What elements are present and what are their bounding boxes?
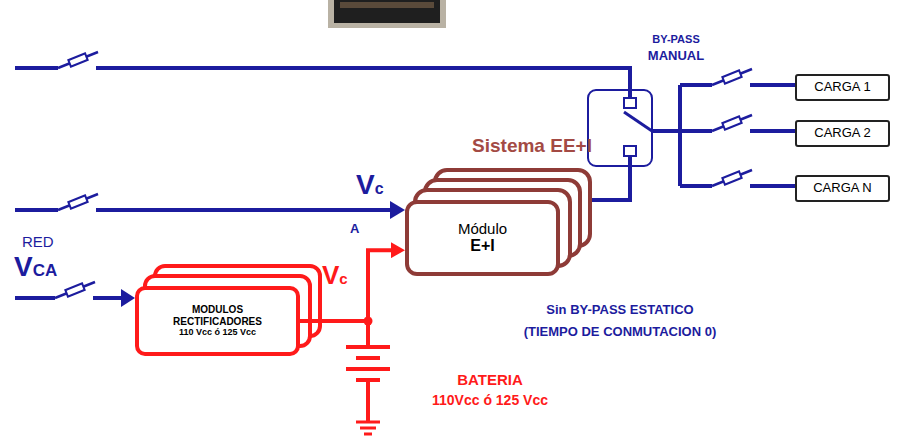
node-text: CARGA 2 [814,126,870,141]
battery-symbol [300,317,390,435]
load-box: CARGA N [795,175,890,202]
bypass-switch [588,90,652,166]
power-connector [300,250,395,321]
node-text: CARGA 1 [814,80,870,95]
node-text: MODULOS RECTIFICADORES [162,304,274,327]
system-title: Sistema EE+I [472,136,592,156]
switch-label: MANUAL [648,49,704,63]
inverter-module-box: MóduloE+I [405,200,560,276]
switch-label: BY-PASS [652,34,699,46]
blue-wires [15,68,795,298]
equipment-photo [328,0,446,28]
note-text: Sin BY-PASS ESTATICO [546,303,693,317]
voltage-label: Vc [356,170,384,199]
load-box: CARGA 2 [795,120,890,147]
node-text: CARGA N [813,181,872,196]
voltage-label: VCA [14,252,57,281]
voltage-label: Vc [322,262,348,289]
battery-label: 110Vcc ó 125 Vcc [432,393,548,408]
note-text: (TIEMPO DE CONMUTACION 0) [524,325,717,339]
rectifier-module-box: MODULOS RECTIFICADORES110 Vcc ó 125 Vcc [135,286,300,356]
fuse-switches [55,52,752,298]
battery-label: BATERIA [457,372,523,388]
voltage-label: A [350,222,359,236]
load-box: CARGA 1 [795,74,890,101]
node-text: E+I [470,237,494,255]
node-text: Módulo [458,220,507,237]
node-text: 110 Vcc ó 125 Vcc [179,327,256,337]
source-label: RED [22,234,54,250]
